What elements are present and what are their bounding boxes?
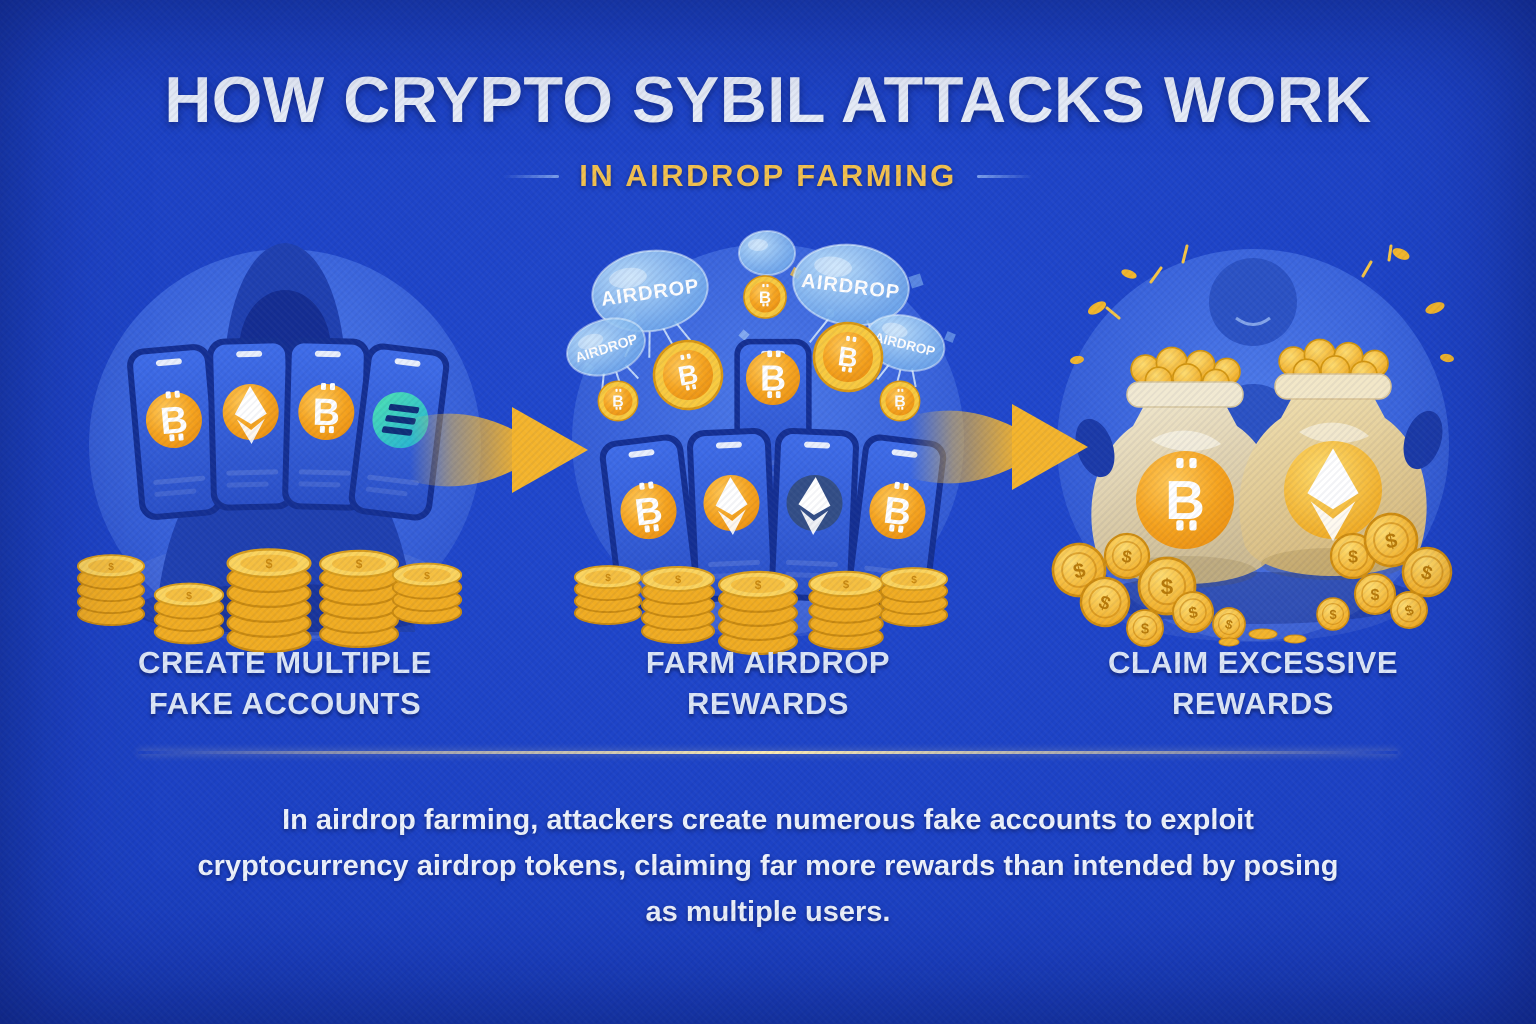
bitcoin-icon bbox=[869, 480, 926, 540]
page-title: HOW CRYPTO SYBIL ATTACKS WORK bbox=[164, 63, 1372, 136]
phone-wallet bbox=[206, 336, 296, 512]
bitcoin-icon bbox=[620, 480, 677, 540]
gold-divider bbox=[138, 751, 1398, 754]
airdrop-bubbles: AIRDROP AIRDROP AIRDROP bbox=[566, 230, 946, 393]
arrow-right-icon bbox=[410, 407, 588, 493]
step-label-create-multiple-fake-accounts: CREATE MULTIPLE FAKE ACCOUNTS bbox=[65, 642, 505, 724]
step-label-line: REWARDS bbox=[687, 686, 849, 721]
phone-wallet bbox=[597, 432, 703, 614]
ethereum-icon bbox=[703, 475, 760, 536]
bitcoin-coin bbox=[598, 381, 637, 420]
airdrop-bubble: AIRDROP bbox=[566, 317, 646, 393]
phone-wallet bbox=[843, 432, 949, 614]
sparkles bbox=[1105, 244, 1393, 320]
description-text: In airdrop farming, attackers create num… bbox=[197, 804, 1339, 928]
subtitle-text: IN AIRDROP FARMING bbox=[579, 158, 957, 193]
step-label-line: REWARDS bbox=[1172, 686, 1334, 721]
center-phone bbox=[734, 338, 812, 498]
fake-account-phones bbox=[125, 336, 452, 523]
bitcoin-icon bbox=[1136, 451, 1234, 549]
phone-wallet bbox=[125, 342, 225, 522]
scattered-coins bbox=[1045, 507, 1458, 647]
subtitle-right-dash bbox=[976, 174, 1033, 178]
step-label-line: CREATE MULTIPLE bbox=[138, 645, 432, 680]
step-label-line: FAKE ACCOUNTS bbox=[148, 686, 422, 721]
ethereum-icon bbox=[222, 384, 279, 445]
farming-phones bbox=[597, 427, 949, 614]
illustration-farm-airdrop-rewards: AIRDROP AIRDROP AIRDROP bbox=[566, 230, 964, 655]
hands bbox=[1075, 410, 1443, 478]
airdrop-bubble: AIRDROP bbox=[792, 243, 910, 351]
step-label-line: CLAIM EXCESSIVE bbox=[1108, 645, 1398, 680]
bitcoin-icon bbox=[145, 389, 202, 449]
phone-wallet bbox=[768, 427, 860, 603]
subtitle: IN AIRDROP FARMING bbox=[0, 158, 1536, 194]
step-label-line: FARM AIRDROP bbox=[645, 645, 891, 680]
bitcoin-icon bbox=[746, 350, 800, 405]
step-label-farm-airdrop-rewards: FARM AIRDROP REWARDS bbox=[548, 642, 988, 724]
flying-coins bbox=[1070, 248, 1454, 365]
coin-stacks bbox=[573, 565, 949, 655]
ethereum-icon bbox=[786, 475, 843, 536]
subtitle-left-dash bbox=[503, 174, 560, 178]
illustration-claim-excessive-rewards bbox=[1045, 244, 1458, 647]
bitcoin-icon bbox=[298, 382, 355, 441]
airdrop-bubble-plain bbox=[738, 230, 796, 276]
phone-wallet bbox=[686, 427, 778, 603]
ethereum-icon bbox=[1284, 441, 1382, 542]
airdrop-bubble: AIRDROP bbox=[864, 314, 946, 388]
phone-wallet bbox=[281, 336, 371, 512]
airdrop-bubble: AIRDROP bbox=[591, 249, 709, 358]
arrow-right-icon bbox=[910, 404, 1088, 490]
bitcoin-coin bbox=[744, 276, 786, 318]
step-label-claim-excessive-rewards: CLAIM EXCESSIVE REWARDS bbox=[1033, 642, 1473, 724]
